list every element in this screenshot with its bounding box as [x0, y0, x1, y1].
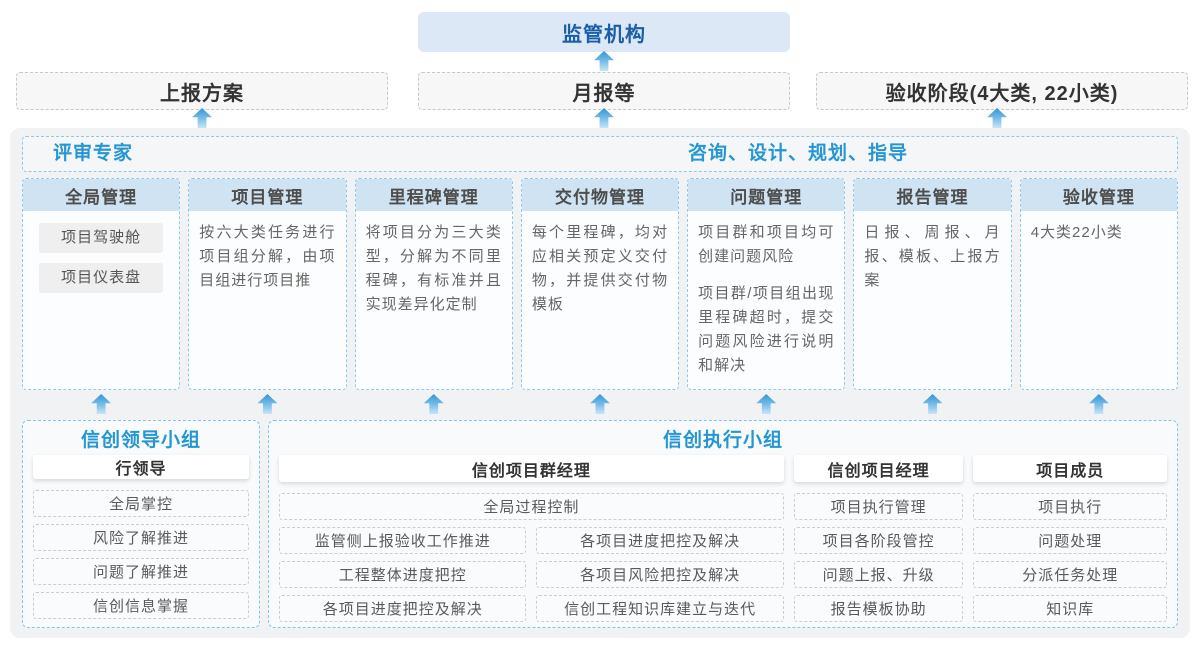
role-bank-leadership: 行领导 — [33, 455, 249, 479]
duty-item: 信创工程知识库建立与迭代 — [536, 595, 784, 622]
module-body: 项目群和项目均可创建问题风险 项目群/项目组出现里程碑超时，提交问题风险进行说明… — [688, 211, 844, 389]
module-acceptance-management: 验收管理 4大类22小类 — [1019, 178, 1178, 390]
module-text: 每个里程碑，均对应相关预定义交付物，并提供交付物模板 — [531, 224, 669, 313]
up-arrow-icon — [987, 108, 1007, 128]
up-arrow-icon — [594, 51, 614, 71]
duty-item: 各项目风险把控及解决 — [536, 561, 784, 588]
duty-item: 分派任务处理 — [973, 561, 1167, 588]
output-box-report-plan: 上报方案 — [16, 72, 388, 110]
duty-item: 风险了解推进 — [33, 524, 249, 551]
module-body: 日报、周报、月报、模板、上报方案 — [854, 211, 1010, 316]
module-title: 里程碑管理 — [355, 179, 512, 211]
duty-item: 信创信息掌握 — [33, 592, 249, 619]
role-column-project-manager: 信创项目经理 项目执行管理 项目各阶段管控 问题上报、升级 报告模板协助 — [793, 455, 964, 622]
module-body: 按六大类任务进行项目组分解，由项目组进行项目推 — [189, 211, 345, 316]
duty-item: 项目执行管理 — [793, 493, 964, 520]
up-arrow-icon — [192, 108, 212, 128]
module-title: 交付物管理 — [521, 179, 679, 211]
execution-group-title: 信创执行小组 — [662, 430, 783, 451]
duty-item: 项目执行 — [973, 493, 1167, 520]
up-arrow-icon — [91, 394, 112, 414]
output-box-monthly-report: 月报等 — [418, 72, 790, 110]
module-title: 全局管理 — [23, 179, 180, 211]
module-text: 将项目分为三大类型，分解为不同里程碑，有标准并且实现差异化定制 — [365, 224, 502, 313]
up-arrow-icon — [594, 108, 614, 128]
up-arrow-icon — [423, 394, 444, 414]
output-box-acceptance-stage: 验收阶段(4大类, 22小类) — [816, 72, 1188, 110]
duty-item: 项目各阶段管控 — [793, 527, 964, 554]
module-text: 日报、周报、月报、模板、上报方案 — [864, 224, 1001, 289]
bottom-groups: 信创领导小组 行领导 全局掌控 风险了解推进 问题了解推进 信创信息掌握 信创执… — [22, 420, 1178, 628]
module-text: 按六大类任务进行项目组分解，由项目组进行项目推 — [199, 224, 336, 289]
duty-item: 各项目进度把控及解决 — [279, 595, 527, 622]
role-column-project-member: 项目成员 项目执行 问题处理 分派任务处理 知识库 — [973, 455, 1167, 622]
role-column-program-manager: 信创项目群经理 全局过程控制 监管侧上报验收工作推进 各项目进度把控及解决 工程… — [279, 455, 784, 622]
up-arrow-icon — [922, 394, 943, 414]
module-body: 将项目分为三大类型，分解为不同里程碑，有标准并且实现差异化定制 — [356, 211, 512, 340]
project-manager-duties: 项目执行管理 项目各阶段管控 问题上报、升级 报告模板协助 — [793, 493, 964, 622]
duty-item: 报告模板协助 — [793, 595, 964, 622]
module-text: 项目群/项目组出现里程碑超时，提交问题风险进行说明和解决 — [698, 285, 835, 374]
duty-item: 工程整体进度把控 — [279, 561, 527, 588]
duty-item: 问题了解推进 — [33, 558, 249, 585]
module-milestone-management: 里程碑管理 将项目分为三大类型，分解为不同里程碑，有标准并且实现差异化定制 — [354, 178, 513, 390]
pill-project-cockpit: 项目驾驶舱 — [39, 223, 164, 253]
module-title: 验收管理 — [1020, 179, 1177, 211]
advisor-bar: 评审专家 咨询、设计、规划、指导 — [22, 136, 1178, 172]
duty-item: 各项目进度把控及解决 — [536, 527, 784, 554]
up-arrow-icon — [257, 394, 278, 414]
up-arrow-icon — [589, 394, 610, 414]
duty-item: 全局过程控制 — [279, 493, 784, 520]
duty-item: 监管侧上报验收工作推进 — [279, 527, 527, 554]
duty-item: 全局掌控 — [33, 490, 249, 517]
duty-item: 知识库 — [973, 595, 1167, 622]
module-report-management: 报告管理 日报、周报、月报、模板、上报方案 — [853, 178, 1012, 390]
consulting-label: 咨询、设计、规划、指导 — [688, 143, 909, 164]
review-experts-label: 评审专家 — [53, 143, 134, 164]
module-issue-management: 问题管理 项目群和项目均可创建问题风险 项目群/项目组出现里程碑超时，提交问题风… — [687, 178, 846, 390]
module-body: 项目驾驶舱 项目仪表盘 — [23, 211, 179, 303]
module-text: 项目群和项目均可创建问题风险 — [698, 224, 835, 265]
module-columns: 全局管理 项目驾驶舱 项目仪表盘 项目管理 按六大类任务进行项目组分解，由项目组… — [22, 178, 1178, 390]
up-arrow-icon — [1088, 394, 1109, 414]
leader-duties: 全局掌控 风险了解推进 问题了解推进 信创信息掌握 — [33, 490, 249, 619]
module-project-management: 项目管理 按六大类任务进行项目组分解，由项目组进行项目推 — [188, 178, 347, 390]
role-project-manager: 信创项目经理 — [793, 455, 964, 482]
role-program-manager: 信创项目群经理 — [279, 455, 784, 482]
regulator-box: 监管机构 — [418, 12, 790, 52]
module-deliverable-management: 交付物管理 每个里程碑，均对应相关预定义交付物，并提供交付物模板 — [520, 178, 680, 390]
platform-container: 评审专家 咨询、设计、规划、指导 全局管理 项目驾驶舱 项目仪表盘 项目管理 按… — [10, 128, 1190, 638]
module-global-management: 全局管理 项目驾驶舱 项目仪表盘 — [22, 178, 181, 390]
module-title: 项目管理 — [189, 179, 346, 211]
up-arrow-icon — [756, 394, 777, 414]
module-title: 问题管理 — [688, 179, 845, 211]
pill-project-dashboard: 项目仪表盘 — [39, 263, 164, 293]
module-text: 4大类22小类 — [1030, 224, 1123, 241]
execution-group: 信创执行小组 信创项目群经理 全局过程控制 监管侧上报验收工作推进 各项目进度把… — [268, 420, 1178, 628]
arrow-row — [22, 394, 1178, 416]
duty-item: 问题处理 — [973, 527, 1167, 554]
project-member-duties: 项目执行 问题处理 分派任务处理 知识库 — [973, 493, 1167, 622]
module-title: 报告管理 — [854, 179, 1011, 211]
module-body: 每个里程碑，均对应相关预定义交付物，并提供交付物模板 — [522, 211, 678, 340]
role-project-member: 项目成员 — [973, 455, 1167, 482]
leader-group: 信创领导小组 行领导 全局掌控 风险了解推进 问题了解推进 信创信息掌握 — [22, 420, 260, 628]
execution-roles: 信创项目群经理 全局过程控制 监管侧上报验收工作推进 各项目进度把控及解决 工程… — [279, 455, 1167, 622]
duty-item: 问题上报、升级 — [793, 561, 964, 588]
module-body: 4大类22小类 — [1021, 211, 1177, 268]
program-manager-duties: 全局过程控制 监管侧上报验收工作推进 各项目进度把控及解决 工程整体进度把控 各… — [279, 493, 784, 622]
leader-group-title: 信创领导小组 — [80, 430, 201, 451]
